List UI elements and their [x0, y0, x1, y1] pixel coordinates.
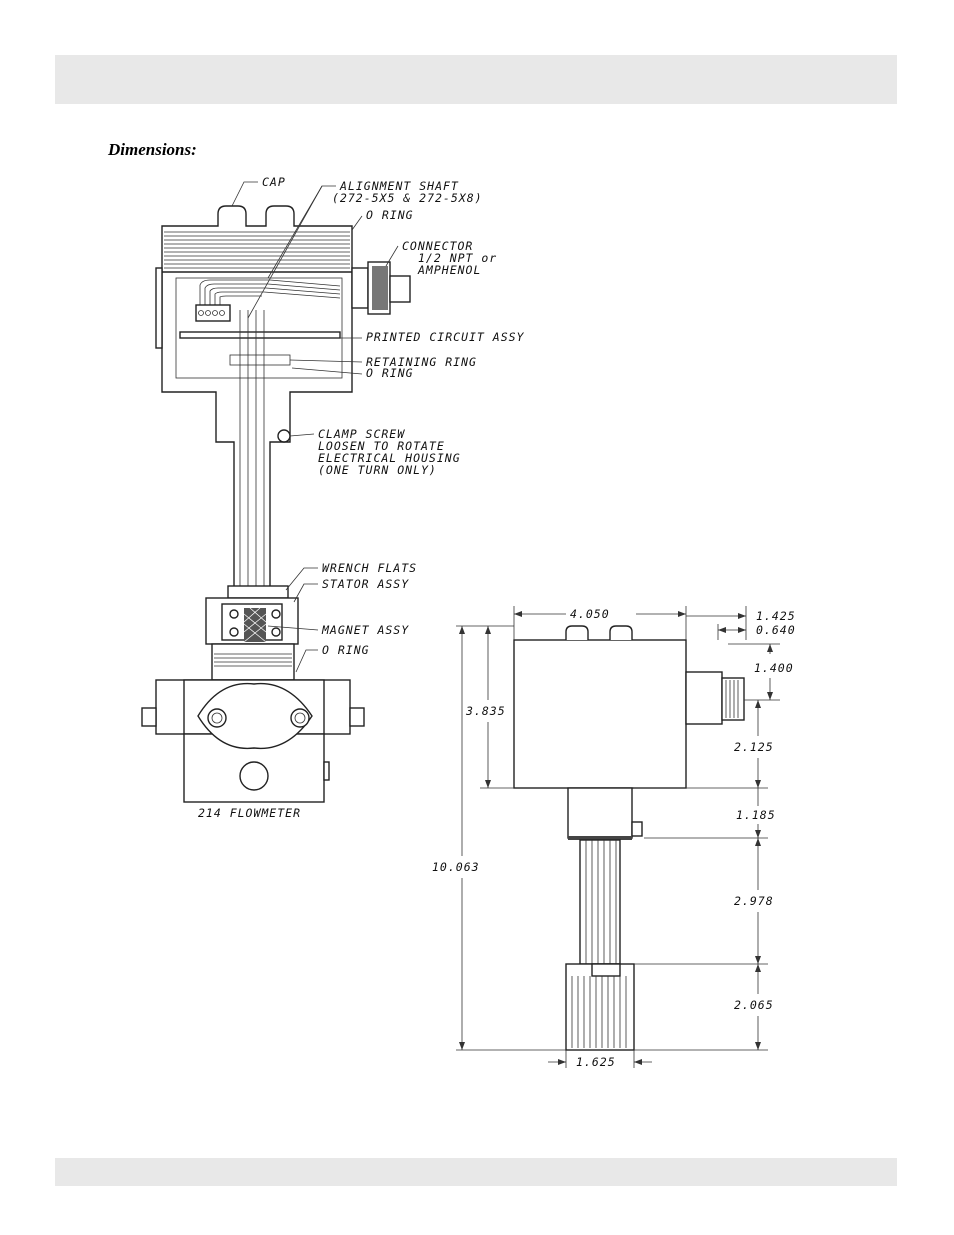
terminal-block [195, 304, 231, 322]
caption-flowmeter: 214 FLOWMETER [198, 806, 301, 820]
leader-lines [231, 181, 399, 673]
dim-stem: 2.978 [734, 894, 774, 908]
callout-clamp-screw-turn: (ONE TURN ONLY) [318, 463, 437, 477]
magnet-assy [229, 607, 281, 643]
callout-o-ring-bottom: O RING [322, 643, 370, 657]
cap-threads [164, 231, 350, 269]
dim-base: 2.065 [734, 998, 774, 1012]
elevation-housing [513, 639, 687, 789]
elevation-view: 4.050 1.425 0.640 1.400 3.835 2.125 1.18… [432, 606, 796, 1069]
callout-printed-circuit: PRINTED CIRCUIT ASSY [366, 330, 525, 344]
dim-connector-offset: 1.425 [756, 609, 796, 623]
callout-wrench-flats: WRENCH FLATS [322, 561, 417, 575]
header-band [55, 55, 897, 104]
callout-connector-amphenol: AMPHENOL [417, 263, 481, 277]
elevation-stem [579, 839, 621, 965]
cross-section-view: CAP ALIGNMENT SHAFT (272-5X5 & 272-5X8) … [141, 175, 525, 820]
callout-cap: CAP [262, 175, 286, 189]
clamp-screw [277, 429, 291, 443]
callout-stator-assy: STATOR ASSY [322, 577, 409, 591]
alignment-shaft [239, 310, 265, 595]
callout-magnet-assy: MAGNET ASSY [321, 623, 409, 637]
callout-connector-npt: 1/2 NPT or [418, 251, 497, 265]
elevation-neck [567, 787, 633, 839]
dim-neck: 1.185 [736, 808, 776, 822]
connector [351, 261, 411, 315]
callout-connector: CONNECTOR [402, 239, 473, 253]
callout-alignment-shaft-parts: (272-5X5 & 272-5X8) [332, 191, 483, 205]
callout-retaining-ring: RETAINING RING [366, 355, 477, 369]
printed-circuit-board [179, 331, 341, 339]
elevation-connector [685, 671, 723, 725]
callout-clamp-screw-housing: ELECTRICAL HOUSING [318, 451, 461, 465]
dim-width-housing: 4.050 [570, 607, 610, 621]
dim-connector-depth: 0.640 [756, 623, 796, 637]
wiring [199, 279, 341, 305]
callout-o-ring-mid: O RING [366, 366, 414, 380]
footer-band [55, 1158, 897, 1186]
callout-o-ring-top: O RING [366, 208, 414, 222]
callout-clamp-screw: CLAMP SCREW [318, 427, 405, 441]
callout-clamp-screw-loosen: LOOSEN TO ROTATE [318, 439, 445, 453]
flowmeter-body [141, 679, 365, 803]
dim-base-width: 1.625 [576, 1055, 616, 1069]
dim-upper-neck: 2.125 [734, 740, 774, 754]
dim-connector-height: 1.400 [754, 661, 794, 675]
dimension-arrows [459, 611, 773, 1065]
dim-housing-height: 3.835 [465, 704, 506, 718]
wrench-flats [227, 585, 289, 599]
elevation-base [565, 963, 635, 1051]
callout-alignment-shaft: ALIGNMENT SHAFT [339, 179, 459, 193]
section-title: Dimensions: [108, 140, 197, 159]
dim-overall-height: 10.063 [432, 860, 480, 874]
housing-outline [161, 205, 353, 596]
